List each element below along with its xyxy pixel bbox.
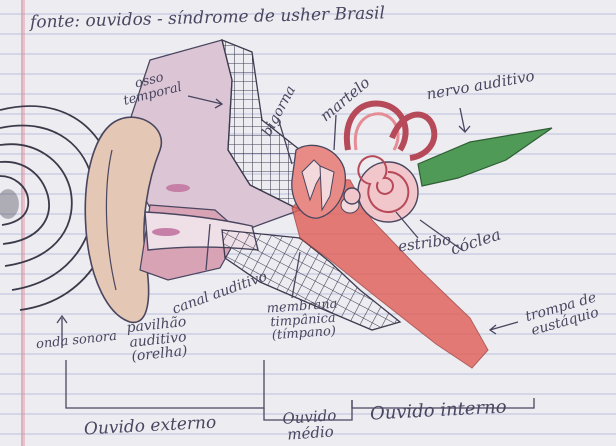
semicircular-canals (347, 103, 434, 158)
section-ouvido-medio: Ouvido médio (269, 407, 351, 444)
auditory-nerve (418, 128, 552, 186)
label-membrana-timpanica: membrana timpânica (tímpano) (261, 297, 346, 344)
canal-shade-2 (152, 228, 180, 236)
canal-shade-1 (166, 184, 190, 192)
label-pavilhao-auditivo: pavilhão auditivo (orelha) (118, 314, 198, 366)
